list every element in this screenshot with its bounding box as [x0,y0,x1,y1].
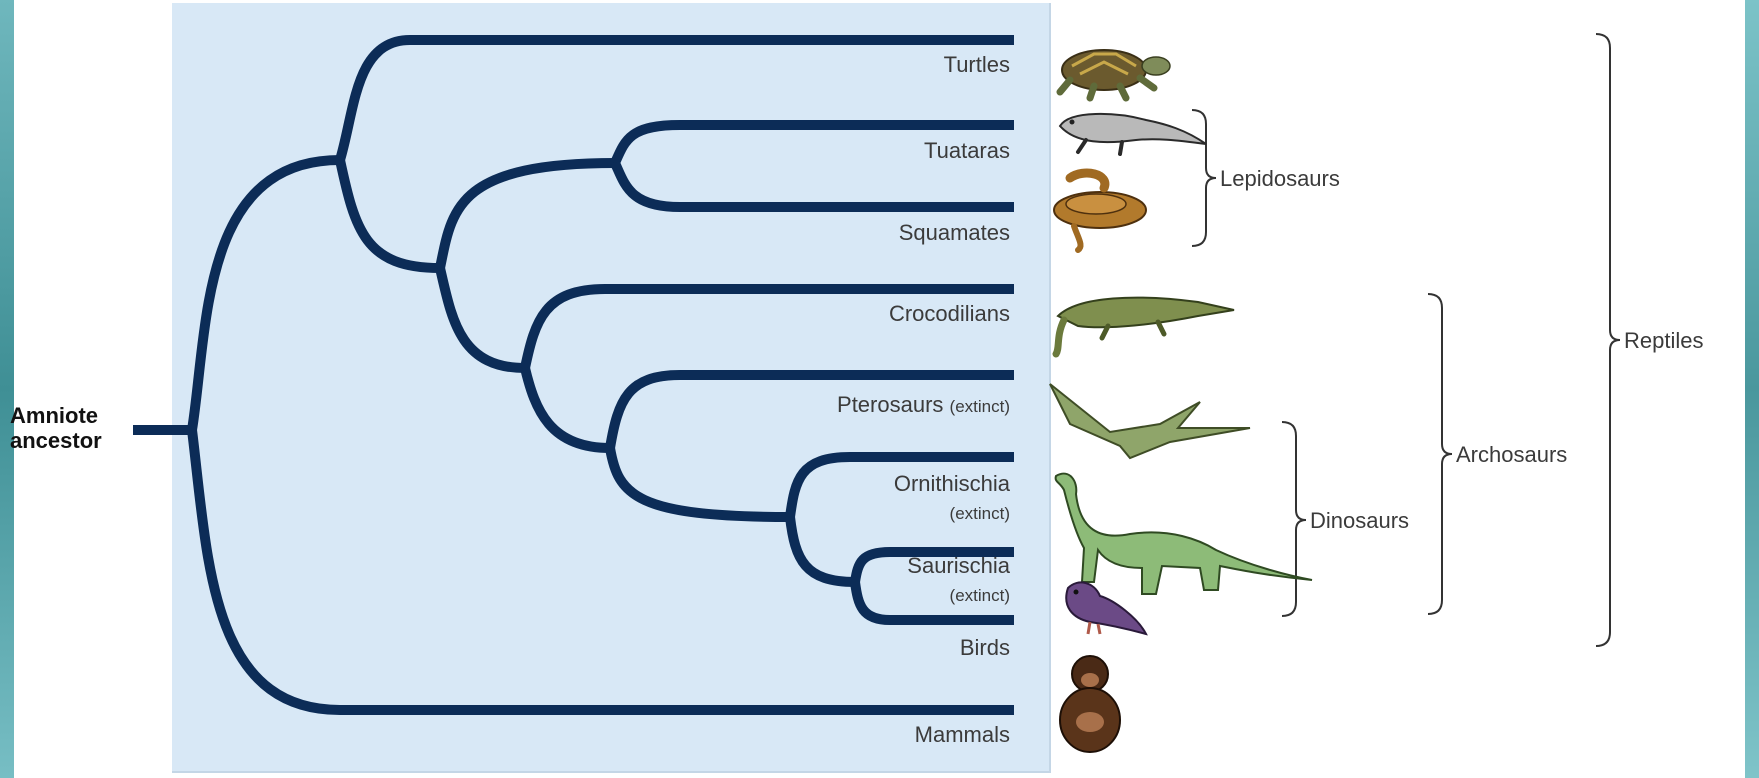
chimpanzee-icon [1060,656,1120,752]
branch-diapsids [340,160,440,268]
branch-ornithodirans [525,368,610,448]
taxon-name: Squamates [899,220,1010,245]
taxon-label-ornithischia: Ornithischia (extinct) [690,471,1010,527]
group-label-lepidosaurs: Lepidosaurs [1220,166,1340,192]
pigeon-icon [1066,582,1146,634]
taxon-label-saurischia: Saurischia (extinct) [690,553,1010,609]
snake-icon [1054,173,1146,250]
sauropod-icon [1056,474,1312,594]
group-label-dinosaurs: Dinosaurs [1310,508,1409,534]
root-label: Amniote ancestor [10,403,102,453]
taxon-label-crocodilians: Crocodilians [690,301,1010,327]
taxon-name: Turtles [944,52,1010,77]
pterosaur-icon [1050,384,1250,458]
turtle-icon [1060,50,1170,98]
taxon-label-pterosaurs: Pterosaurs (extinct) [690,392,1010,420]
taxon-label-birds: Birds [690,635,1010,661]
tuatara-icon [1060,114,1206,154]
taxon-name: Saurischia [690,553,1010,579]
taxon-name: Pterosaurs [837,392,943,417]
branch-squamates [615,163,1014,207]
taxon-label-mammals: Mammals [690,722,1010,748]
taxon-label-turtles: Turtles [690,52,1010,78]
taxon-name: Ornithischia [690,471,1010,497]
taxon-label-tuataras: Tuataras [690,138,1010,164]
group-label-reptiles: Reptiles [1624,328,1703,354]
branch-archosaurs [440,268,525,368]
group-brackets [1192,34,1620,646]
taxon-name: Birds [960,635,1010,660]
taxon-name: Crocodilians [889,301,1010,326]
group-label-archosaurs: Archosaurs [1456,442,1567,468]
taxon-name: Tuataras [924,138,1010,163]
crocodile-icon [1056,298,1234,354]
taxon-note: (extinct) [950,397,1010,416]
bracket-reptiles [1596,34,1620,646]
taxon-note: (extinct) [690,501,1010,527]
bracket-archosaurs [1428,294,1452,614]
bracket-dinosaurs [1282,422,1306,616]
taxon-label-squamates: Squamates [690,220,1010,246]
taxon-note: (extinct) [690,583,1010,609]
root-label-line-2: ancestor [10,428,102,453]
taxon-name: Mammals [915,722,1010,747]
bracket-lepidosaurs [1192,110,1216,246]
branch-lepidosaurs [440,163,615,268]
branch-reptiles [192,160,340,430]
root-label-line-1: Amniote [10,403,102,428]
